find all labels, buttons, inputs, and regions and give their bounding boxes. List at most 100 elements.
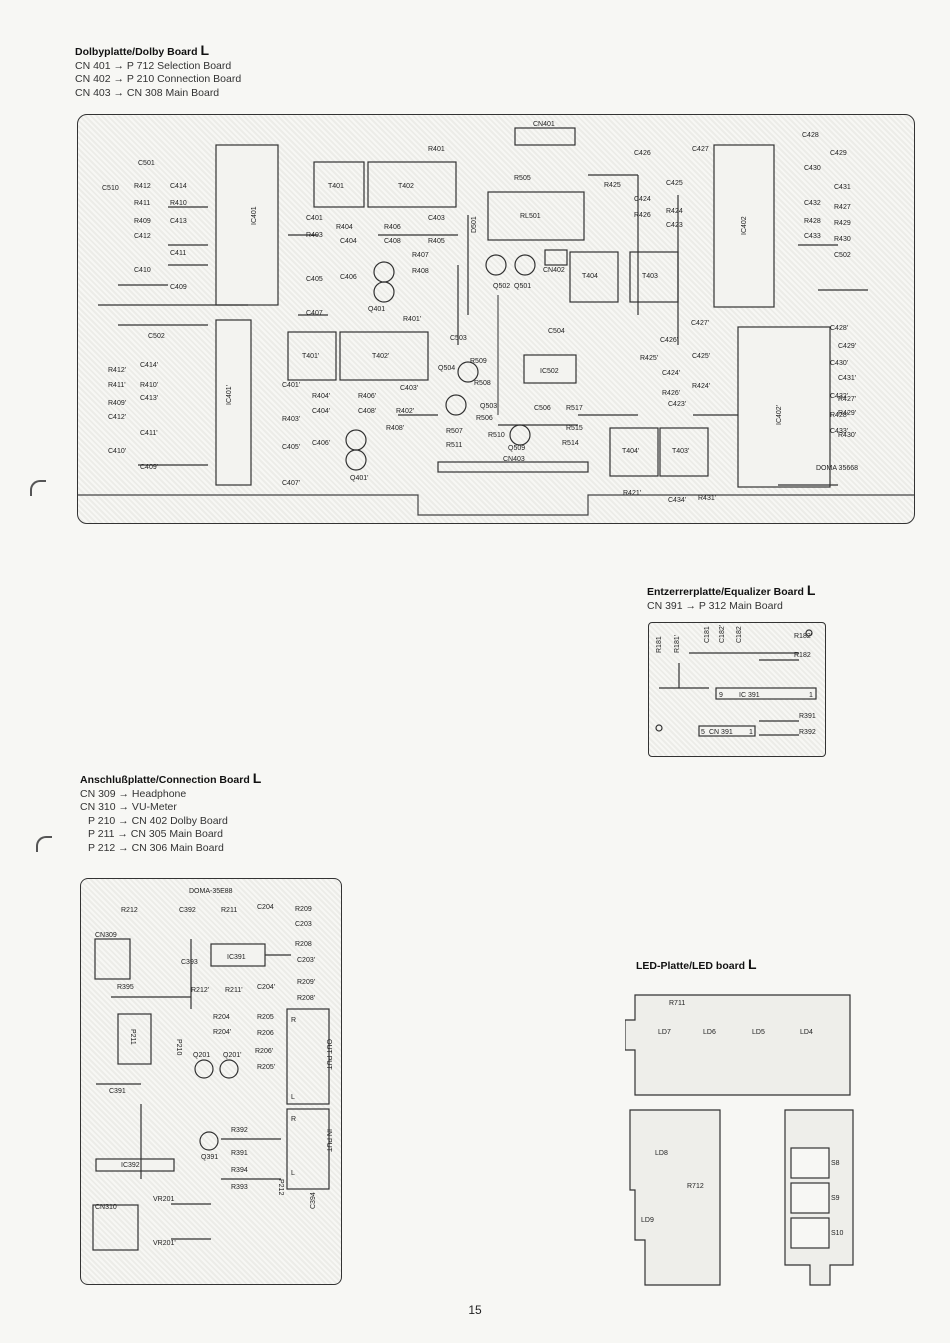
- svg-text:R: R: [291, 1116, 296, 1123]
- svg-text:P211: P211: [129, 1029, 136, 1045]
- svg-text:R424: R424: [666, 208, 683, 215]
- svg-text:C393: C393: [181, 959, 198, 966]
- svg-text:R392: R392: [799, 729, 816, 736]
- svg-text:LD8: LD8: [655, 1150, 668, 1157]
- svg-text:Q501: Q501: [514, 283, 531, 290]
- svg-text:C428': C428': [830, 325, 848, 332]
- svg-text:R428': R428': [830, 412, 848, 419]
- equalizer-board: R181 R181' C181 C182' C182 R182'R182 IC …: [648, 622, 826, 757]
- svg-text:R515: R515: [566, 425, 583, 432]
- svg-text:C426: C426: [634, 150, 651, 157]
- svg-text:C423: C423: [666, 222, 683, 229]
- svg-text:C405': C405': [282, 444, 300, 451]
- svg-text:R511: R511: [446, 442, 462, 449]
- svg-text:P210: P210: [175, 1039, 182, 1055]
- svg-text:R182': R182': [794, 633, 812, 640]
- svg-text:R391: R391: [799, 713, 816, 720]
- svg-text:R408': R408': [386, 425, 404, 432]
- svg-text:RL501: RL501: [520, 213, 541, 220]
- dolby-caption: Dolbyplatte/Dolby Board L CN 401 → P 712…: [75, 42, 241, 100]
- svg-text:S10: S10: [831, 1230, 844, 1237]
- svg-text:IN PUT: IN PUT: [325, 1129, 332, 1153]
- dolby-side: L: [200, 42, 209, 58]
- svg-text:C408': C408': [358, 408, 376, 415]
- svg-text:L: L: [291, 1094, 295, 1101]
- svg-text:C407': C407': [282, 480, 300, 487]
- svg-text:C203': C203': [297, 957, 315, 964]
- svg-text:LD6: LD6: [703, 1029, 716, 1036]
- svg-text:R395: R395: [117, 984, 134, 991]
- svg-text:CN403: CN403: [503, 456, 525, 463]
- svg-text:Q201': Q201': [223, 1052, 241, 1059]
- svg-text:R425': R425': [640, 355, 658, 362]
- svg-text:R517: R517: [566, 405, 583, 412]
- svg-text:R509: R509: [470, 358, 487, 365]
- svg-text:T404': T404': [622, 448, 639, 455]
- svg-text:R212: R212: [121, 907, 138, 914]
- svg-text:R429: R429: [834, 220, 851, 227]
- punch-mark-2: [36, 836, 52, 852]
- svg-text:R212': R212': [191, 987, 209, 994]
- svg-text:CN310: CN310: [95, 1204, 117, 1211]
- svg-text:R206: R206: [257, 1030, 274, 1037]
- svg-text:C403': C403': [400, 385, 418, 392]
- svg-text:Q502: Q502: [493, 283, 510, 290]
- svg-text:C394: C394: [310, 1192, 317, 1209]
- equalizer-line-1: CN 391 → P 312 Main Board: [647, 599, 783, 612]
- svg-text:Q391: Q391: [201, 1154, 218, 1161]
- svg-text:R401': R401': [403, 316, 421, 323]
- svg-text:R211': R211': [225, 987, 243, 994]
- connection-line-3: P 210 → CN 402 Dolby Board: [88, 814, 228, 827]
- svg-text:DOMA 35668: DOMA 35668: [816, 465, 858, 472]
- equalizer-board-drawing: R181 R181' C181 C182' C182 R182'R182 IC …: [655, 625, 817, 737]
- svg-text:R409: R409: [134, 218, 151, 225]
- connection-line-1: CN 309 → Headphone: [80, 787, 187, 800]
- svg-text:C391: C391: [109, 1088, 126, 1095]
- svg-text:R514: R514: [562, 440, 579, 447]
- svg-text:C432: C432: [804, 200, 821, 207]
- svg-text:R209: R209: [295, 906, 312, 913]
- dolby-line-1: CN 401 → P 712 Selection Board: [75, 59, 232, 72]
- svg-text:C414': C414': [140, 362, 158, 369]
- svg-text:C502: C502: [834, 252, 851, 259]
- svg-text:C423': C423': [668, 401, 686, 408]
- svg-text:Q503: Q503: [480, 403, 497, 410]
- svg-text:T402: T402: [398, 183, 414, 190]
- dolby-line-3: CN 403 → CN 308 Main Board: [75, 86, 220, 99]
- svg-text:S9: S9: [831, 1195, 840, 1202]
- svg-text:R404: R404: [336, 224, 353, 231]
- svg-text:R393: R393: [231, 1184, 248, 1191]
- svg-text:R410': R410': [140, 382, 158, 389]
- svg-text:LD4: LD4: [800, 1029, 813, 1036]
- svg-text:R412': R412': [108, 367, 126, 374]
- svg-text:IC 391: IC 391: [739, 692, 760, 699]
- svg-text:R426: R426: [634, 212, 651, 219]
- svg-text:C425': C425': [692, 353, 710, 360]
- svg-text:Q509: Q509: [508, 445, 525, 452]
- page-number: 15: [468, 1303, 482, 1317]
- svg-text:P212: P212: [277, 1179, 284, 1195]
- svg-text:C433': C433': [830, 428, 848, 435]
- svg-text:L: L: [291, 1170, 295, 1177]
- svg-text:IC402': IC402': [776, 405, 783, 425]
- svg-text:Q401: Q401: [368, 306, 385, 313]
- svg-text:C403: C403: [428, 215, 445, 222]
- svg-text:VR201: VR201: [153, 1196, 175, 1203]
- dolby-title: Dolbyplatte/Dolby Board: [75, 46, 198, 58]
- svg-text:C411: C411: [170, 250, 186, 257]
- svg-text:C433: C433: [804, 233, 821, 240]
- svg-text:C501: C501: [138, 160, 155, 167]
- svg-text:C411': C411': [140, 430, 158, 437]
- svg-text:R181': R181': [674, 635, 681, 653]
- svg-text:R394: R394: [231, 1167, 248, 1174]
- svg-text:R408: R408: [412, 268, 429, 275]
- connection-side: L: [252, 770, 262, 786]
- svg-text:9: 9: [719, 692, 723, 699]
- equalizer-caption: Entzerrerplatte/Equalizer Board L CN 391…: [647, 583, 815, 613]
- svg-text:C410: C410: [134, 267, 151, 274]
- svg-text:C413': C413': [140, 395, 158, 402]
